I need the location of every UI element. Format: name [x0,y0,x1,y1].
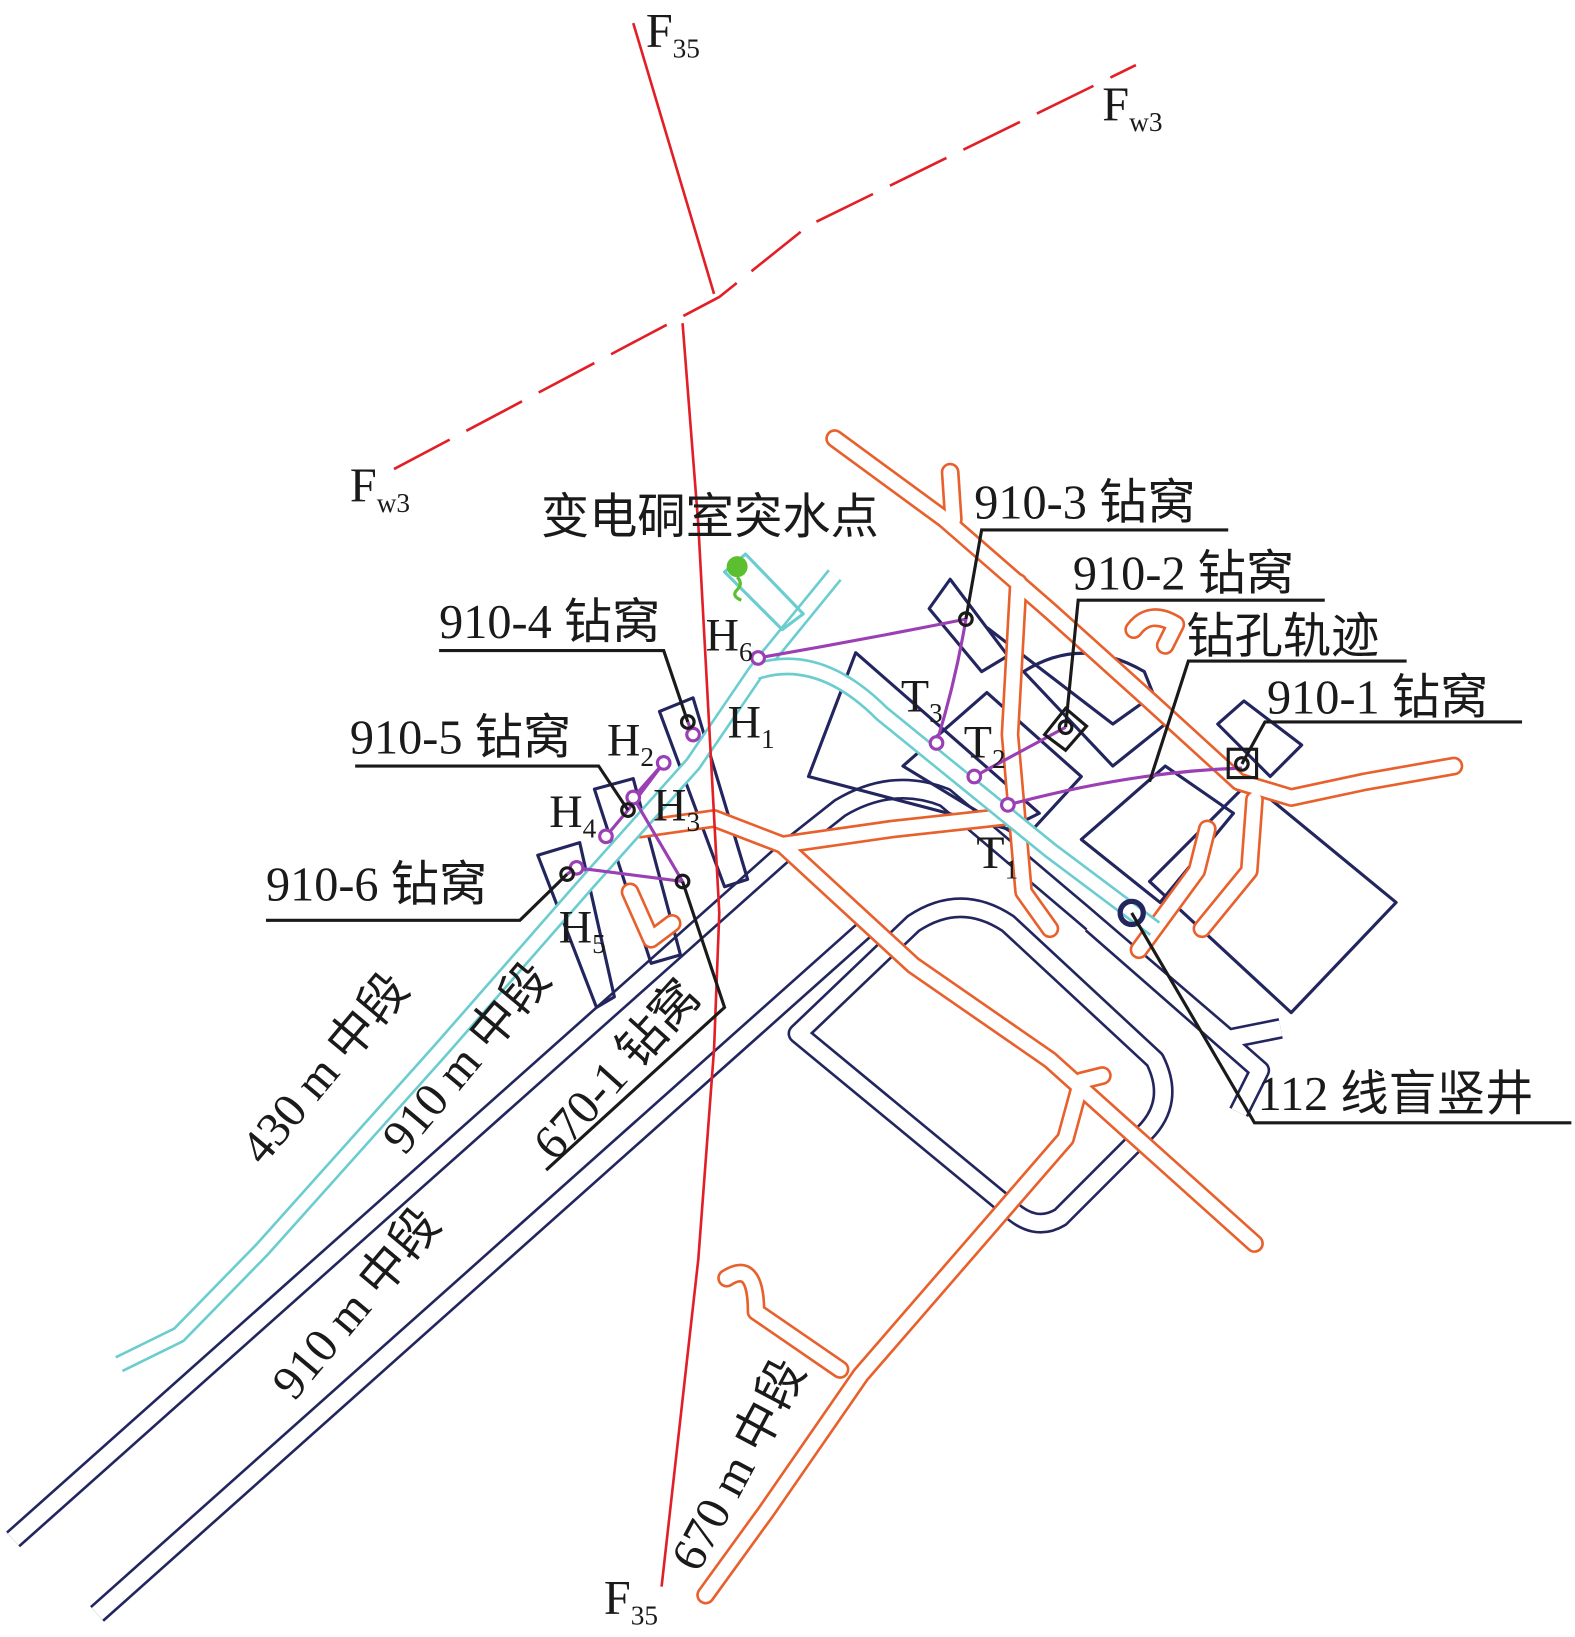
trajectory-label: 钻孔轨迹 [1186,611,1379,664]
shaft-112-label: 112 线盲竖井 [1258,1068,1534,1121]
hole-label-h1: H1 [728,697,775,754]
hole-points [568,650,1016,876]
hole-label-h5: H5 [559,901,606,958]
drill-trajectories [566,617,1242,884]
chamber-910-5-label: 910-5 钻窝 [350,711,571,764]
hole-label-t1: T1 [976,827,1018,884]
fault-label-f35-top: F35 [646,5,700,63]
shaft-112-icon [1117,898,1146,928]
water-inrush-point-icon [726,556,748,602]
inrush-point-label: 变电硐室突水点 [541,491,879,544]
chamber-910-1-label: 910-1 钻窝 [1267,672,1488,725]
tunnel-430m [115,552,1161,1373]
hole-label-h4: H4 [549,786,596,843]
chamber-910-4-label: 910-4 钻窝 [439,596,660,649]
chamber-910-2-label: 910-2 钻窝 [1073,548,1294,601]
hole-label-h3: H3 [653,780,700,837]
fault-label-f35-bottom: F35 [604,1572,658,1630]
hole-label-h6: H6 [706,610,753,667]
chamber-910-3-label: 910-3 钻窝 [974,476,1195,529]
hole-label-h2: H2 [607,715,654,772]
drill-chamber-points [559,611,1259,890]
fault-label-fw3-left: Fw3 [350,460,410,518]
hole-label-t2: T2 [964,717,1006,774]
fault-fw3 [393,63,1137,471]
tunnels-910m [6,577,1398,1622]
fault-label-fw3-right: Fw3 [1102,79,1162,137]
tunnels-670m [620,429,1464,1605]
chamber-910-6-label: 910-6 钻窝 [266,858,487,911]
hole-label-t3: T3 [901,670,943,727]
leader-lines [265,528,1572,1172]
